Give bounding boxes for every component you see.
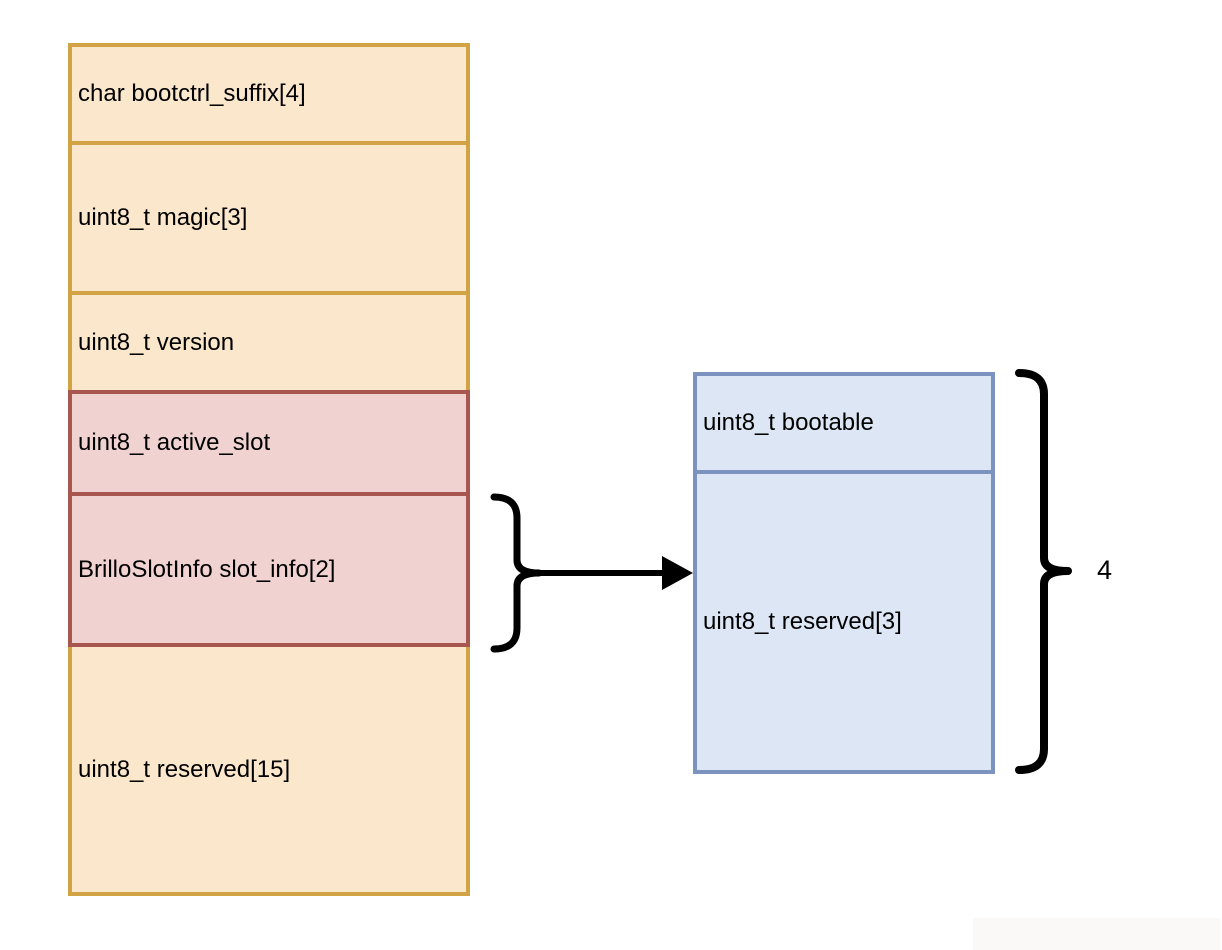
field-bootctrl-suffix: char bootctrl_suffix[4] xyxy=(68,43,470,145)
field-active-slot: uint8_t active_slot xyxy=(68,390,470,496)
field-label: uint8_t reserved[15] xyxy=(78,755,291,783)
left-brace xyxy=(490,493,543,653)
field-label: uint8_t active_slot xyxy=(78,429,271,456)
field-slot-info: BrilloSlotInfo slot_info[2] xyxy=(68,492,470,647)
field-bootable: uint8_t bootable xyxy=(693,372,995,474)
boot-ctrl-struct: char bootctrl_suffix[4] uint8_t magic[3]… xyxy=(68,43,470,896)
size-annotation: 4 xyxy=(1097,555,1113,585)
field-label: BrilloSlotInfo slot_info[2] xyxy=(78,555,336,583)
field-label: uint8_t bootable xyxy=(703,409,874,436)
right-brace xyxy=(1015,369,1072,774)
field-label: uint8_t reserved[3] xyxy=(703,608,902,635)
field-label: uint8_t version xyxy=(78,328,235,356)
field-version: uint8_t version xyxy=(68,291,470,394)
watermark-box xyxy=(973,918,1220,950)
field-label: uint8_t magic[3] xyxy=(78,204,248,231)
field-reserved-15: uint8_t reserved[15] xyxy=(68,643,470,896)
slot-info-struct: uint8_t bootable uint8_t reserved[3] xyxy=(693,372,995,774)
field-magic: uint8_t magic[3] xyxy=(68,141,470,295)
field-reserved-3: uint8_t reserved[3] xyxy=(693,470,995,774)
arrow xyxy=(539,556,693,590)
field-label: char bootctrl_suffix[4] xyxy=(78,80,306,107)
